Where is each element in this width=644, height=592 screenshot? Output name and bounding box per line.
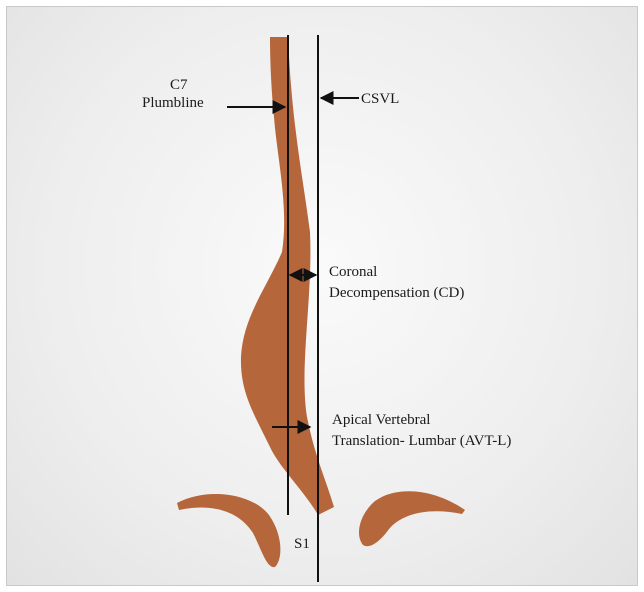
avt-label-line1: Apical Vertebral [332, 412, 430, 428]
avt-label-line2: Translation- Lumbar (AVT-L) [332, 433, 511, 449]
c7-label-line1: C7 [170, 77, 188, 93]
spine-diagram: C7 Plumbline CSVL Coronal Decompensation… [7, 7, 638, 586]
s1-label: S1 [294, 536, 310, 552]
c7-label-line2: Plumbline [142, 95, 204, 111]
cd-label-line2: Decompensation (CD) [329, 285, 464, 301]
cd-label-line1: Coronal [329, 264, 377, 280]
csvl-label: CSVL [361, 91, 399, 107]
diagram-frame: C7 Plumbline CSVL Coronal Decompensation… [6, 6, 638, 586]
left-iliac-wing [177, 494, 280, 567]
right-iliac-wing [359, 491, 465, 546]
